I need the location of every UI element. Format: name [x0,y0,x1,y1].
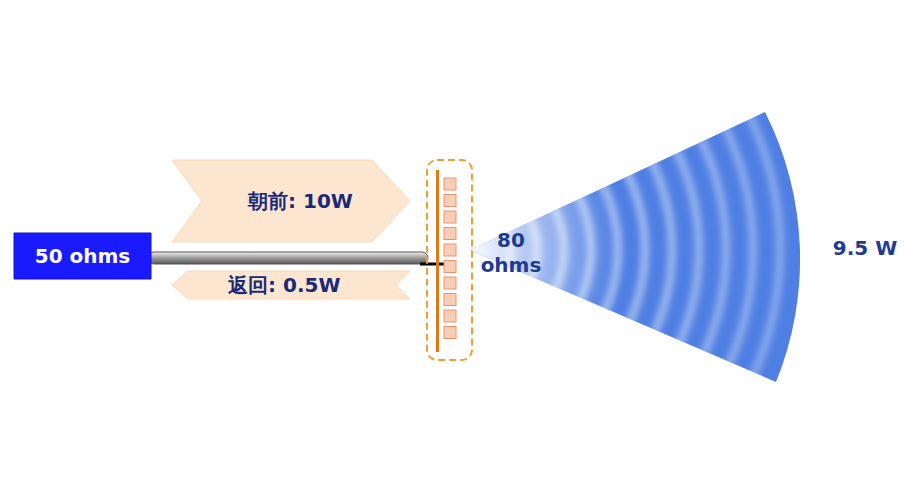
antenna-element [444,261,456,273]
node-text: 朝前: 10W [248,160,353,242]
node-text: 50 ohms [35,233,131,279]
forward-power-arrow-fill [172,160,410,242]
reflected-power-arrow-fill [172,271,410,299]
source-box: 50 ohms [14,233,151,279]
reflected-power-arrow: 返回: 0.5W [172,271,410,299]
antenna-impedance: 80 ohms [472,228,550,278]
radiation-glow [470,112,800,382]
source-box-fill [14,233,151,279]
antenna-element [444,310,456,322]
antenna-element [444,294,456,306]
antenna-element [444,277,456,289]
antenna-element [444,195,456,207]
radiated-power: 9.5 W [822,236,908,261]
antenna-element [444,228,456,240]
feed-point [420,263,446,266]
antenna-outline [427,160,472,360]
antenna-element [444,211,456,223]
antenna-element [444,244,456,256]
antenna-element [444,178,456,190]
coax-cable [148,252,428,264]
antenna-element [444,327,456,339]
radiation-sector [470,112,800,382]
antenna-elements [444,178,456,339]
node-text: 返回: 0.5W [228,271,340,299]
forward-power-arrow: 朝前: 10W [172,160,410,242]
antenna-ground-plane [436,170,439,352]
